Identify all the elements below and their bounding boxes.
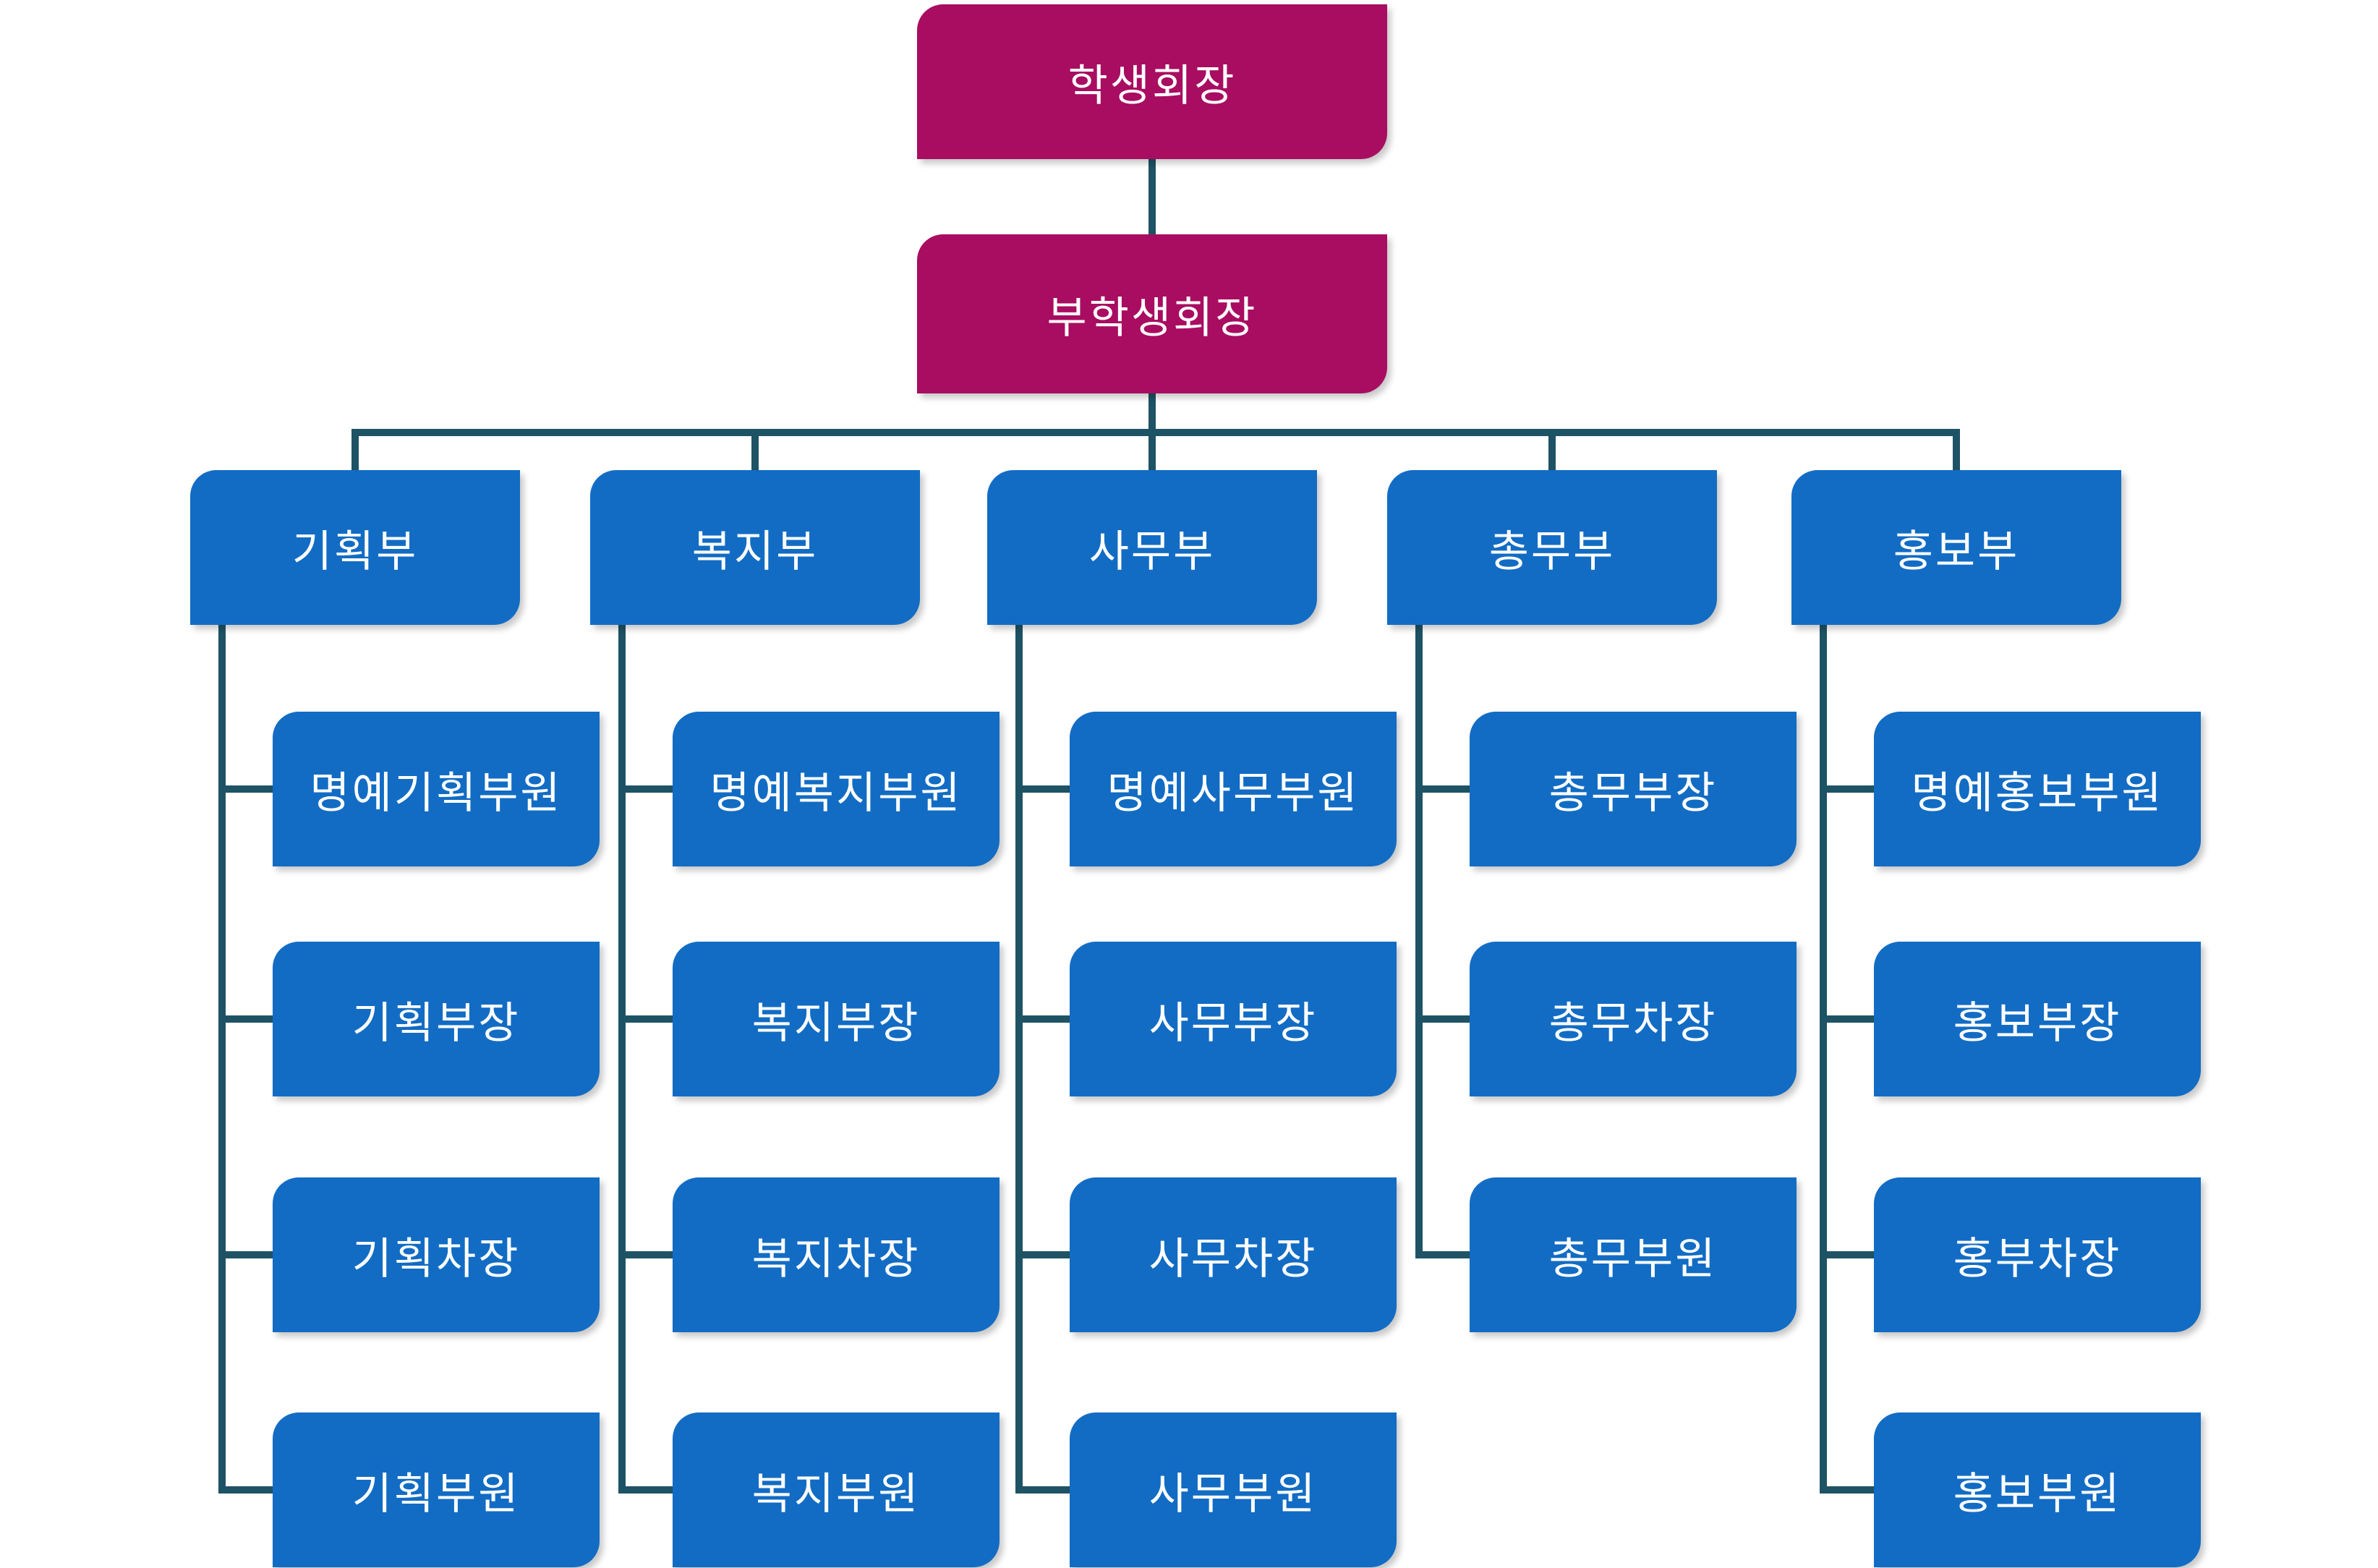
stub-dept1-child4 — [218, 1486, 273, 1494]
connector-drop-dept-3 — [1148, 436, 1156, 470]
connector-drop-dept-2 — [751, 436, 759, 470]
stub-dept3-child1 — [1015, 785, 1070, 793]
stub-dept1-child2 — [218, 1015, 273, 1023]
node-dept-office: 사무부 — [987, 470, 1317, 625]
stub-dept4-child3 — [1415, 1251, 1470, 1258]
node-dept-planning: 기획부 — [190, 470, 520, 625]
node-vice-president: 부학생회장 — [917, 234, 1387, 393]
node-dept5-child1: 명예홍보부원 — [1874, 712, 2201, 866]
stub-dept4-child1 — [1415, 785, 1470, 793]
stub-dept5-child1 — [1820, 785, 1874, 793]
node-dept3-child4: 사무부원 — [1070, 1413, 1397, 1567]
node-dept3-child2: 사무부장 — [1070, 942, 1397, 1096]
connector-drop-dept-5 — [1953, 436, 1960, 470]
node-dept-pr: 홍보부 — [1791, 470, 2121, 625]
node-dept1-child3: 기획차장 — [273, 1177, 600, 1332]
stub-dept3-child3 — [1015, 1251, 1070, 1258]
stub-dept3-child2 — [1015, 1015, 1070, 1023]
stub-dept5-child3 — [1820, 1251, 1874, 1258]
node-dept1-child4: 기획부원 — [273, 1413, 600, 1567]
node-dept1-child1: 명예기획부원 — [273, 712, 600, 866]
spine-dept-3 — [1015, 625, 1023, 1494]
node-dept4-child2: 총무차장 — [1470, 942, 1797, 1096]
node-president: 학생회장 — [917, 4, 1387, 159]
stub-dept2-child2 — [618, 1015, 673, 1023]
node-dept5-child3: 홍부차장 — [1874, 1177, 2201, 1332]
stub-dept1-child3 — [218, 1251, 273, 1258]
stub-dept2-child4 — [618, 1486, 673, 1494]
node-dept2-child2: 복지부장 — [673, 942, 1000, 1096]
node-dept2-child1: 명예복지부원 — [673, 712, 1000, 866]
connector-bus — [351, 429, 1960, 436]
connector-drop-dept-1 — [351, 436, 359, 470]
spine-dept-2 — [618, 625, 626, 1494]
node-dept3-child1: 명예사무부원 — [1070, 712, 1397, 866]
stub-dept3-child4 — [1015, 1486, 1070, 1494]
stub-dept2-child3 — [618, 1251, 673, 1258]
stub-dept5-child2 — [1820, 1015, 1874, 1023]
stub-dept2-child1 — [618, 785, 673, 793]
stub-dept1-child1 — [218, 785, 273, 793]
spine-dept-1 — [218, 625, 226, 1494]
node-dept-general-affairs: 총무부 — [1387, 470, 1717, 625]
connector-root-to-vice — [1148, 159, 1156, 234]
node-dept1-child2: 기획부장 — [273, 942, 600, 1096]
node-dept3-child3: 사무차장 — [1070, 1177, 1397, 1332]
connector-drop-dept-4 — [1548, 436, 1556, 470]
node-dept-welfare: 복지부 — [590, 470, 920, 625]
spine-dept-4 — [1415, 625, 1423, 1258]
node-dept2-child4: 복지부원 — [673, 1413, 1000, 1567]
spine-dept-5 — [1820, 625, 1827, 1494]
stub-dept4-child2 — [1415, 1015, 1470, 1023]
node-dept4-child1: 총무부장 — [1470, 712, 1797, 866]
connector-vice-to-bus — [1148, 393, 1156, 436]
node-dept4-child3: 총무부원 — [1470, 1177, 1797, 1332]
node-dept5-child2: 홍보부장 — [1874, 942, 2201, 1096]
stub-dept5-child4 — [1820, 1486, 1874, 1494]
node-dept2-child3: 복지차장 — [673, 1177, 1000, 1332]
node-dept5-child4: 홍보부원 — [1874, 1413, 2201, 1567]
